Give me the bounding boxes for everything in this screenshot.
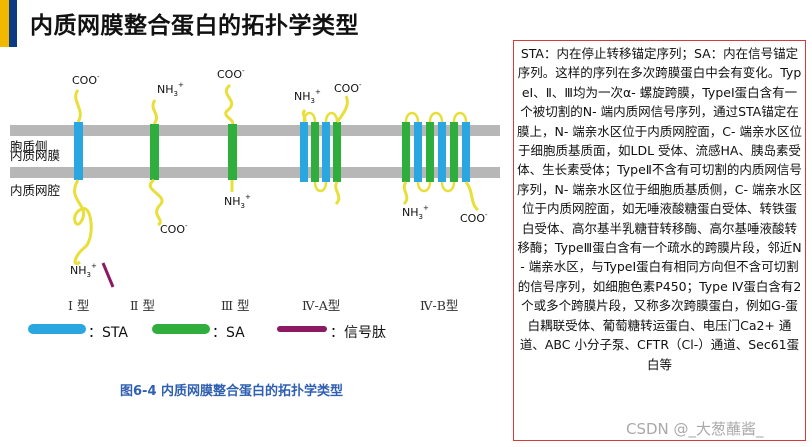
type-4b-nh3-label: NH3+ xyxy=(402,204,429,221)
legend-sta-label: ：STA xyxy=(88,322,128,342)
figure-caption: 图6-4 内质网膜整合蛋白的拓扑学类型 xyxy=(120,380,343,399)
type-2-protein xyxy=(150,100,162,225)
legend-sa-label: ：SA xyxy=(212,322,245,342)
type-1-label: Ⅰ 型 xyxy=(68,295,89,314)
type-4a-protein xyxy=(300,96,347,204)
type-3-coo-label: COO- xyxy=(217,67,245,81)
type-2-coo-label: COO- xyxy=(160,222,188,236)
legend-signal-label: ：信号肽 xyxy=(330,322,386,342)
type-2-label: Ⅱ 型 xyxy=(130,295,155,314)
type-4b-coo-label: COO- xyxy=(460,211,488,225)
slide-title: 内质网膜整合蛋白的拓扑学类型 xyxy=(30,6,359,40)
er-lumen-label: 内质网腔 xyxy=(10,180,60,199)
type-1-sta-segment xyxy=(74,122,83,180)
legend-sta-swatch xyxy=(28,324,86,334)
watermark: CSDN @_大葱蘸酱_ xyxy=(626,418,764,439)
er-membrane-label: 内质网膜 xyxy=(10,145,60,164)
type-4a-coo-label: COO- xyxy=(334,81,362,95)
type-3-sa-segment xyxy=(228,124,237,180)
type-4a-nh3-label: NH3+ xyxy=(294,88,321,105)
type-4a-label: Ⅳ-A型 xyxy=(302,295,340,314)
type-4b-label: Ⅳ-B型 xyxy=(420,295,458,314)
title-accent-bar-dark xyxy=(9,0,17,47)
type-1-protein xyxy=(74,90,113,287)
topology-figure: COO- NH3+ NH3+ COO- COO- NH3+ NH3+ COO- … xyxy=(0,52,505,447)
type-1-nh3-label: NH3+ xyxy=(70,262,97,279)
type-2-nh3-label: NH3+ xyxy=(157,81,184,98)
type-2-sa-segment xyxy=(150,124,159,180)
type-3-nh3-label: NH3+ xyxy=(224,193,251,210)
type-3-label: Ⅲ 型 xyxy=(221,295,250,314)
legend-signal-swatch xyxy=(277,326,327,332)
explanation-text: STA：内在停止转移锚定序列；SA：内在信号锚定序列。这样的序列在多次跨膜蛋白中… xyxy=(516,44,803,374)
legend-sa-swatch xyxy=(152,324,210,334)
title-accent-bar xyxy=(0,0,9,47)
type-1-coo-label: COO- xyxy=(72,73,100,87)
type-1-signal-peptide xyxy=(103,263,113,287)
explanation-box: STA：内在停止转移锚定序列；SA：内在信号锚定序列。这样的序列在多次跨膜蛋白中… xyxy=(513,40,806,441)
